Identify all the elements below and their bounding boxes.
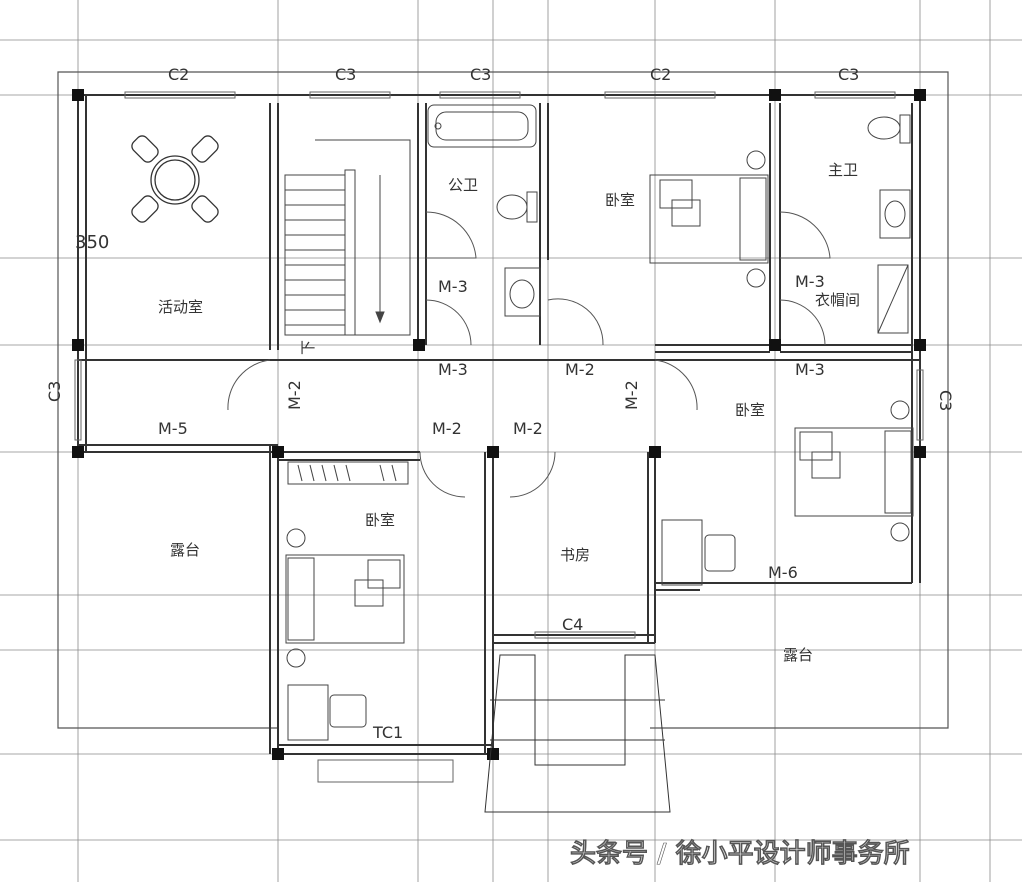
window-c4: C4 <box>562 615 583 634</box>
window-c3-top-2: C3 <box>470 65 491 84</box>
window-c3-left: C3 <box>45 381 64 402</box>
door-arcs <box>227 211 831 498</box>
door-m3-wc: M-3 <box>438 277 468 296</box>
door-m5: M-5 <box>158 419 188 438</box>
bed-icon-e <box>794 400 914 542</box>
dining-table-icon <box>131 135 219 223</box>
watermark: 头条号 / 徐小平设计师事务所 <box>570 838 910 869</box>
room-closet: 衣帽间 <box>815 291 860 309</box>
door-m6: M-6 <box>768 563 798 582</box>
closet-icon <box>877 264 909 334</box>
door-m2-vert-right: M-2 <box>622 380 641 410</box>
stair-down-label: 下 <box>299 340 317 355</box>
room-public-wc: 公卫 <box>448 176 478 194</box>
room-terrace-e: 露台 <box>783 646 813 664</box>
room-master-wc: 主卫 <box>828 161 858 179</box>
desk-icon <box>287 519 736 741</box>
room-study: 书房 <box>560 546 590 564</box>
window-c2-top-right: C2 <box>650 65 671 84</box>
walls <box>77 94 921 755</box>
sink-icon <box>504 267 541 317</box>
window-c3-right: C3 <box>936 390 955 411</box>
room-terrace-w: 露台 <box>170 541 200 559</box>
window-marks <box>74 91 924 783</box>
room-bedroom-e: 卧室 <box>735 401 765 419</box>
bathtub-icon <box>427 104 537 148</box>
door-m2-study: M-2 <box>513 419 543 438</box>
window-c3-top-1: C3 <box>335 65 356 84</box>
labels: 活动室 公卫 卧室 主卫 衣帽间 卧室 卧室 书房 露台 露台 C2 C3 C3… <box>45 65 955 869</box>
window-c2-top-left: C2 <box>168 65 189 84</box>
door-m2-bed: M-2 <box>432 419 462 438</box>
bed-icon-s <box>285 528 405 668</box>
dimension-350: 350 <box>75 232 109 253</box>
room-bedroom-s: 卧室 <box>365 511 395 529</box>
outer-terrace-outline <box>57 71 949 729</box>
structural-columns <box>72 89 926 760</box>
door-m2-hall: M-2 <box>565 360 595 379</box>
door-m3-east: M-3 <box>795 360 825 379</box>
door-m2-vert-left: M-2 <box>285 380 304 410</box>
master-toilet-icon <box>867 114 911 144</box>
wardrobe-icon <box>287 461 409 485</box>
door-m3-hall: M-3 <box>438 360 468 379</box>
entrance-roof-icon <box>484 654 671 813</box>
room-activity: 活动室 <box>158 298 203 316</box>
door-m3-closet: M-3 <box>795 272 825 291</box>
master-sink-icon <box>879 189 911 239</box>
window-c3-top-3: C3 <box>838 65 859 84</box>
stair-icon <box>284 139 411 336</box>
toilet-icon <box>496 191 538 223</box>
room-bedroom-ne: 卧室 <box>605 191 635 209</box>
bed-icon-ne <box>649 150 769 288</box>
window-tc1: TC1 <box>372 723 403 742</box>
